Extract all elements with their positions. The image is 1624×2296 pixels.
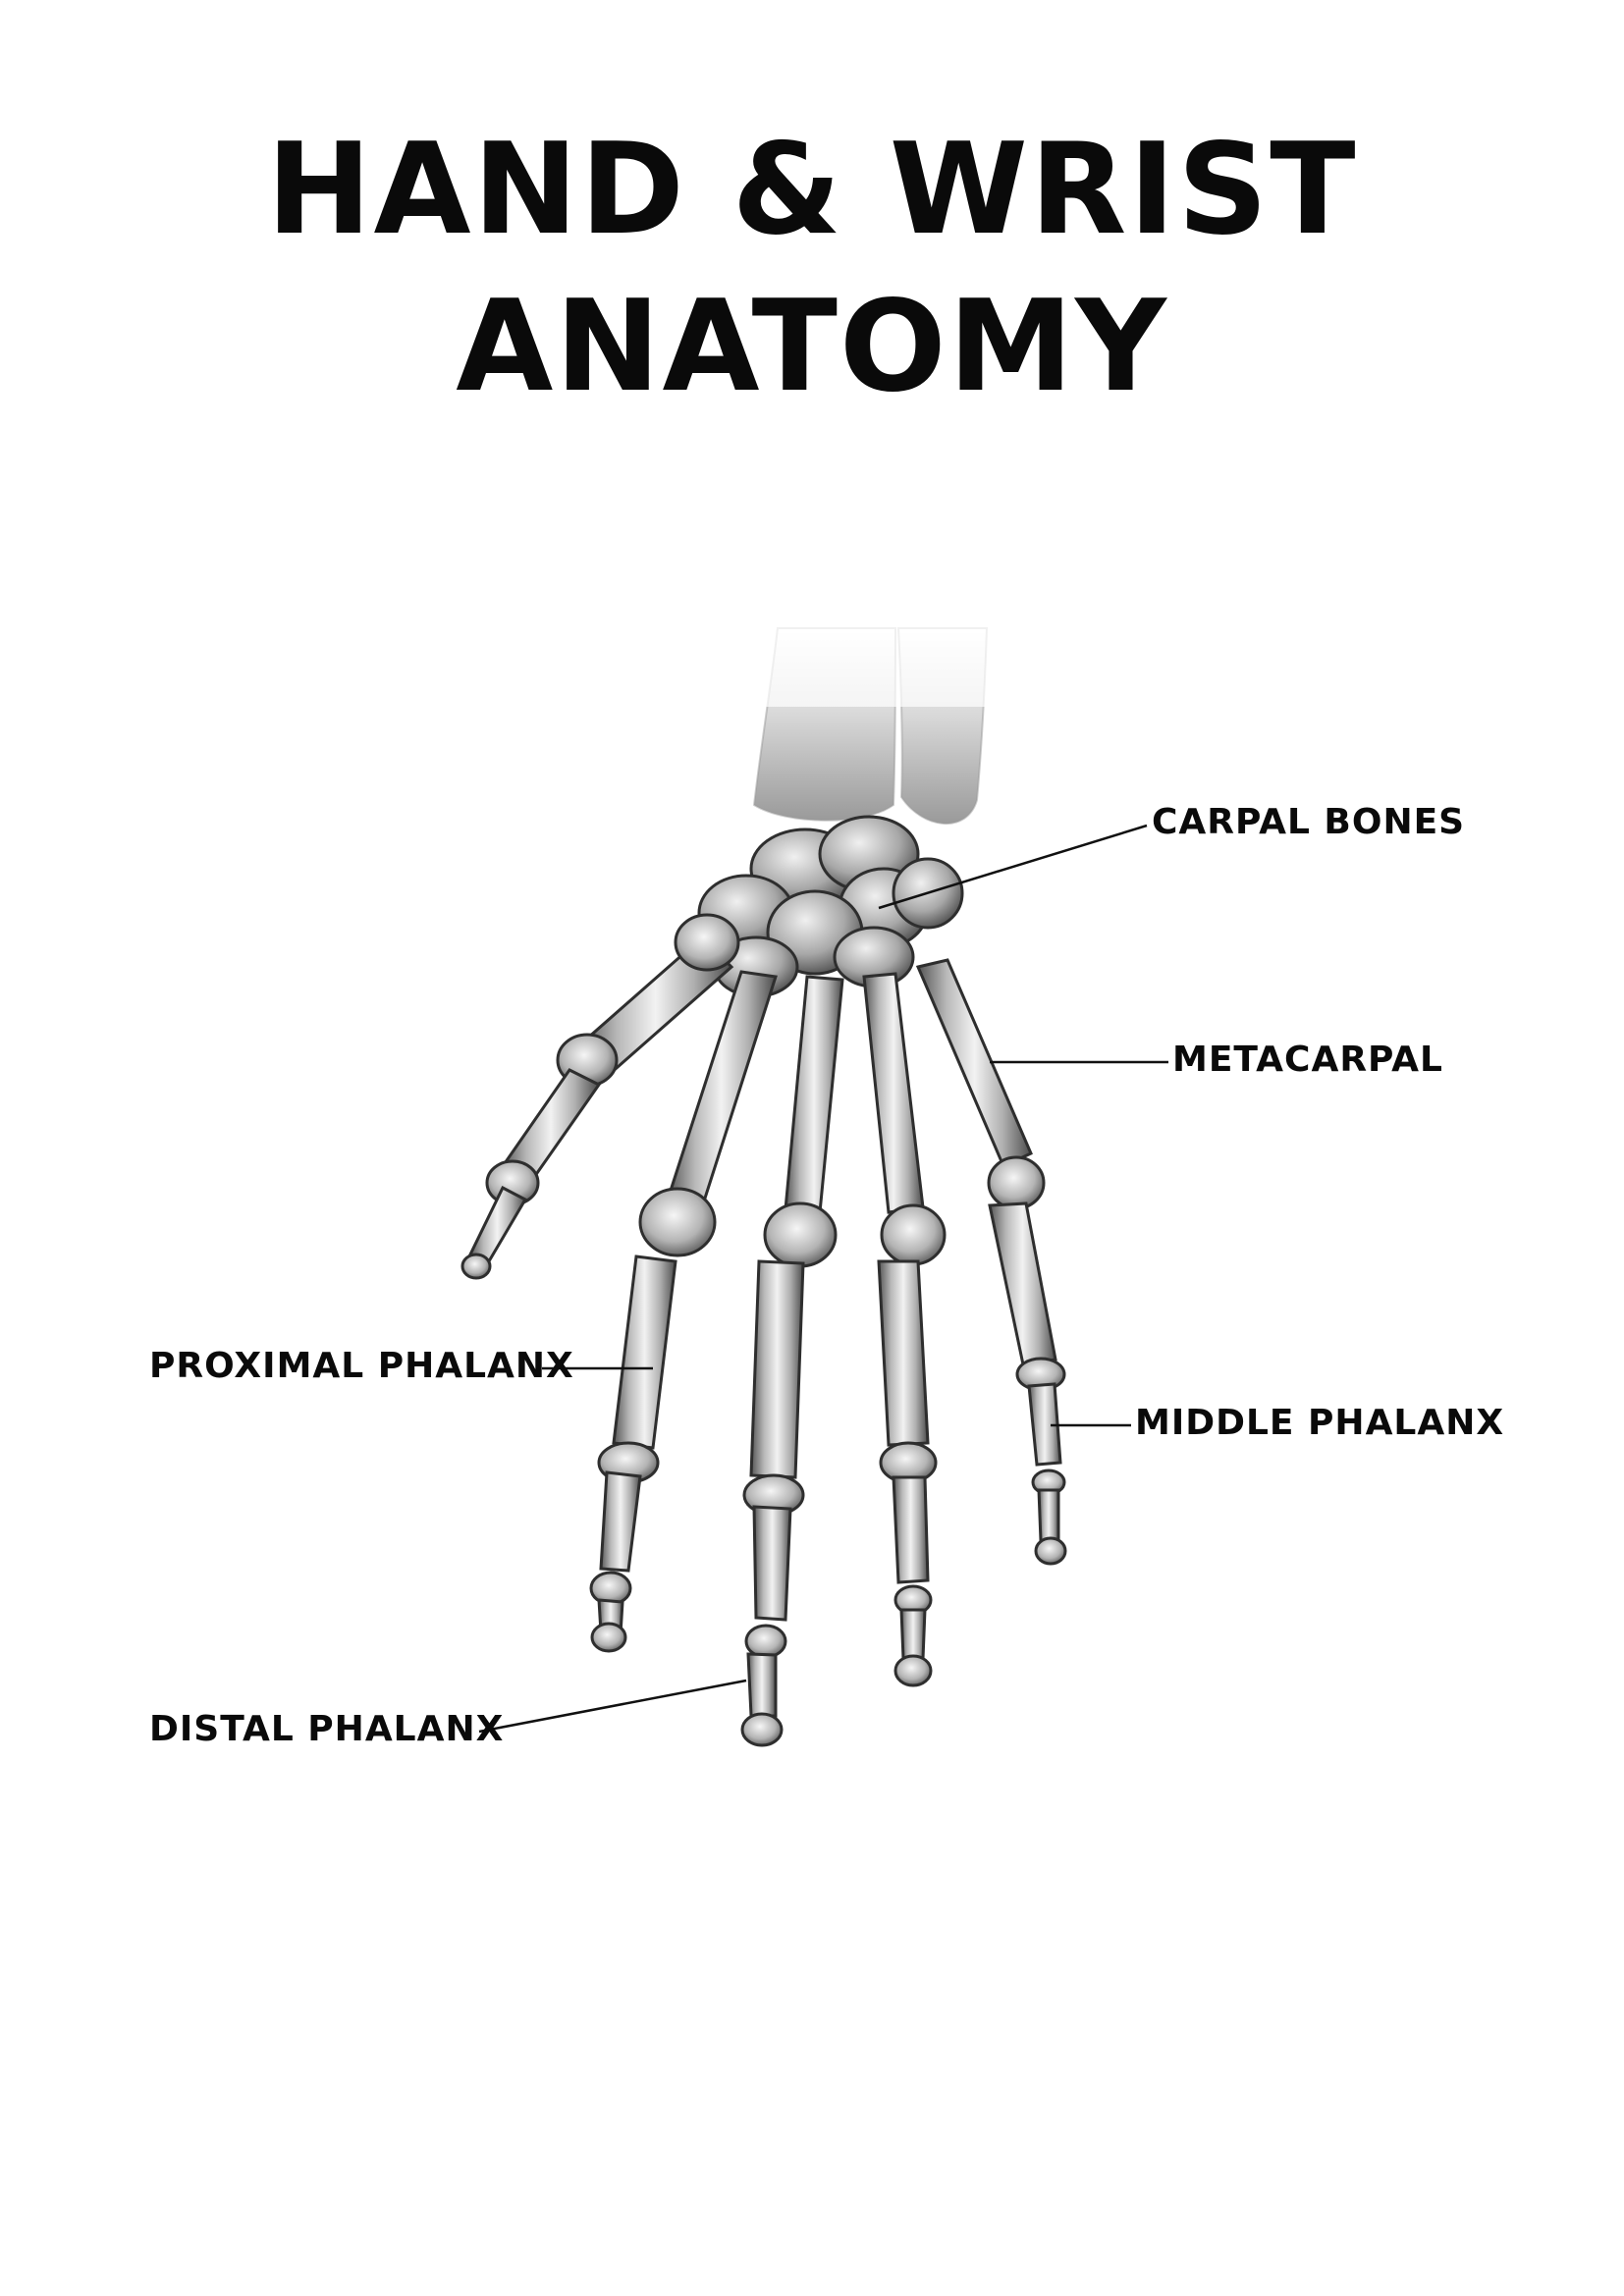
label-distal-phalanx: DISTAL PHALANX <box>149 1709 505 1749</box>
label-metacarpal: METACARPAL <box>1172 1040 1443 1080</box>
label-proximal-phalanx: PROXIMAL PHALANX <box>149 1346 574 1386</box>
forearm-bones <box>752 618 1001 825</box>
little-finger-bones <box>915 958 1067 1566</box>
title-line-1: HAND & WRIST <box>266 117 1358 263</box>
carpal-bones <box>697 815 964 998</box>
leader-lines <box>478 824 1168 1734</box>
leader-line-carpal-bones <box>878 824 1148 910</box>
thumb-bones <box>460 913 740 1280</box>
title-line-2: ANATOMY <box>456 274 1168 420</box>
middle-finger-bones <box>740 975 844 1747</box>
label-carpal-bones: CARPAL BONES <box>1152 802 1466 842</box>
index-finger-bones <box>589 970 778 1653</box>
label-middle-phalanx: MIDDLE PHALANX <box>1135 1403 1505 1443</box>
ring-finger-bones <box>862 972 947 1687</box>
leader-line-distal-phalanx <box>478 1679 747 1734</box>
